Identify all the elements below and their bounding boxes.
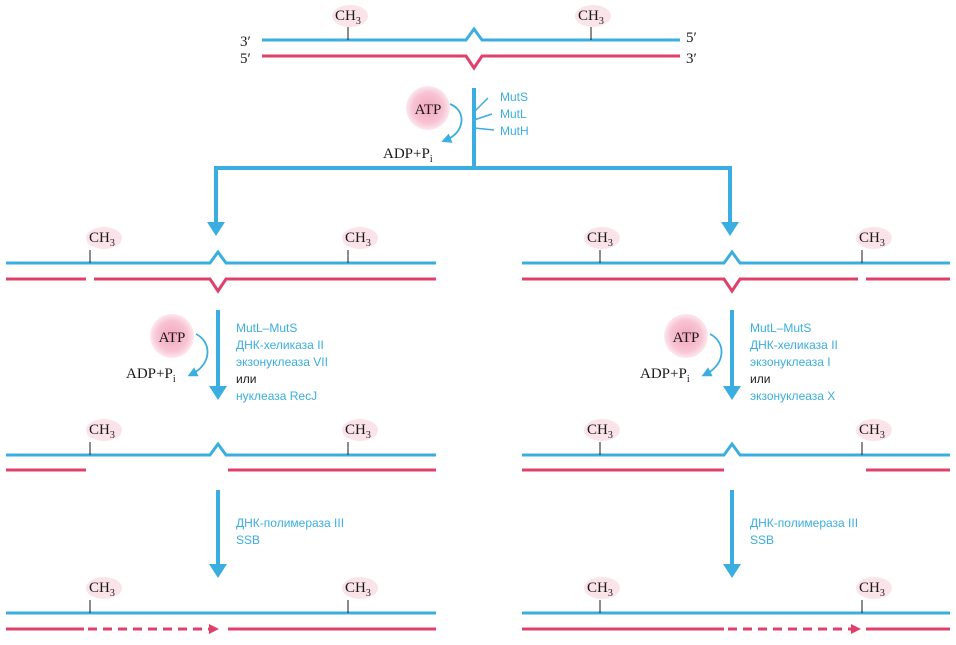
methyl-label: CH3 [345, 580, 371, 599]
atp-circle [664, 314, 708, 358]
methyl-group: CH3 [342, 227, 378, 249]
methyl-label: CH3 [578, 8, 604, 27]
methyl-label: CH3 [89, 580, 115, 599]
methyl-group: CH3 [856, 227, 892, 249]
atp-label: ATP [159, 330, 186, 346]
parent-strand-blue [6, 249, 436, 265]
daughter-strand-red [522, 277, 858, 294]
enzyme-label: экзонуклеаза I [750, 355, 831, 369]
daughter-strand-red [262, 54, 680, 71]
atp-circle [406, 86, 450, 130]
left-column: CH3 CH3 ATP ADP+Pi MutL–MutS ДНК-хеликаз… [6, 227, 436, 634]
enzyme-muts: MutS [500, 90, 528, 104]
atp-hydrolysis-arrow [441, 103, 463, 143]
enzyme-label: MutL–MutS [236, 321, 297, 335]
methyl-group: CH3 [342, 419, 378, 441]
adp-label: ADP+Pi [383, 146, 433, 165]
arrowhead [207, 222, 225, 236]
top-step: ATP ADP+Pi MutS MutL MutH [207, 86, 739, 236]
methyl-halo [342, 577, 378, 599]
methyl-halo [342, 419, 378, 441]
methyl-group: CH3 [584, 577, 620, 599]
methyl-halo [584, 577, 620, 599]
methyl-group: CH3 [575, 5, 611, 27]
enzyme-label: нуклеаза RecJ [236, 389, 317, 403]
methyl-halo [575, 5, 611, 27]
enzyme-label: ДНК-полимераза III [750, 516, 858, 530]
top-left-label-3prime: 3′ [240, 34, 251, 50]
right-column: CH3 CH3 ATP ADP+Pi MutL–MutS ДНК-хеликаз… [522, 227, 950, 634]
methyl-label: CH3 [335, 8, 361, 27]
branch-line [473, 127, 495, 131]
methyl-label: CH3 [859, 422, 885, 441]
arrowhead [723, 564, 741, 578]
methyl-halo [86, 227, 122, 249]
methyl-label: CH3 [89, 422, 115, 441]
enzyme-label: ДНК-хеликаза II [236, 338, 324, 352]
methyl-group: CH3 [856, 419, 892, 441]
arrowhead [723, 386, 741, 400]
top-duplex: 3′ 5′ 5′ 3′ CH3 CH3 [240, 5, 697, 71]
parent-strand-blue [6, 441, 436, 457]
enzyme-label: SSB [236, 533, 260, 547]
methyl-label: CH3 [345, 422, 371, 441]
atp-label: ATP [673, 330, 700, 346]
branch-line [473, 113, 493, 121]
methyl-group: CH3 [86, 577, 122, 599]
methyl-halo [332, 5, 368, 27]
methyl-group: CH3 [584, 419, 620, 441]
methyl-halo [856, 577, 892, 599]
methyl-halo [86, 577, 122, 599]
methyl-label: CH3 [89, 230, 115, 249]
adp-label: ADP+Pi [640, 366, 690, 385]
arrowhead [209, 386, 227, 400]
atp-hydrolysis-arrow [701, 333, 723, 377]
methyl-group: CH3 [86, 419, 122, 441]
atp-label: ATP [415, 102, 442, 118]
atp-circle [150, 314, 194, 358]
enzyme-label: экзонуклеаза VII [236, 355, 328, 369]
methyl-label: CH3 [587, 580, 613, 599]
top-left-label-5prime: 5′ [240, 51, 251, 67]
methyl-label: CH3 [587, 230, 613, 249]
daughter-strand-red [94, 277, 436, 294]
methyl-halo [856, 419, 892, 441]
methyl-group: CH3 [86, 227, 122, 249]
arrowhead [209, 564, 227, 578]
enzyme-label: ДНК-полимераза III [236, 516, 344, 530]
methyl-label: CH3 [345, 230, 371, 249]
methyl-halo [856, 227, 892, 249]
parent-strand-blue [262, 26, 680, 42]
conjunction-label: или [750, 372, 770, 386]
enzyme-label: MutL–MutS [750, 321, 811, 335]
methyl-halo [584, 419, 620, 441]
atp-hydrolysis-arrow [187, 333, 209, 377]
top-right-label-3prime: 3′ [686, 51, 697, 67]
branch-line [473, 97, 489, 113]
enzyme-label: экзонуклеаза X [750, 389, 835, 403]
methyl-group: CH3 [584, 227, 620, 249]
methyl-group: CH3 [856, 577, 892, 599]
arrowhead [721, 222, 739, 236]
parent-strand-blue [522, 249, 950, 265]
conjunction-label: или [236, 372, 256, 386]
methyl-group: CH3 [332, 5, 368, 27]
methyl-label: CH3 [587, 422, 613, 441]
methyl-group: CH3 [342, 577, 378, 599]
adp-label: ADP+Pi [126, 366, 176, 385]
enzyme-mutl: MutL [500, 107, 527, 121]
methyl-halo [342, 227, 378, 249]
enzyme-label: ДНК-хеликаза II [750, 338, 838, 352]
methyl-halo [584, 227, 620, 249]
enzyme-muth: MutH [500, 124, 529, 138]
methyl-label: CH3 [859, 580, 885, 599]
top-right-label-5prime: 5′ [686, 30, 697, 46]
methyl-label: CH3 [859, 230, 885, 249]
parent-strand-blue [522, 441, 950, 457]
enzyme-label: SSB [750, 533, 774, 547]
methyl-halo [86, 419, 122, 441]
